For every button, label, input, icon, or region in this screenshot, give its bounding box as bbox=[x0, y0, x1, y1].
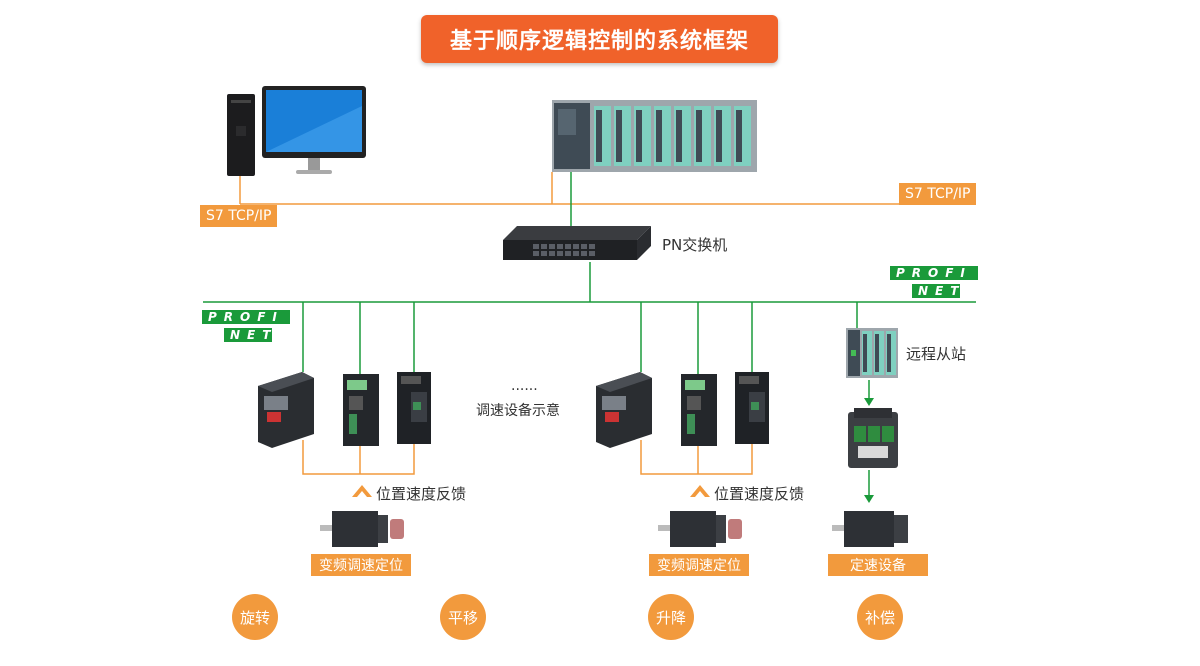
computer-icon bbox=[227, 86, 366, 176]
network-switch-icon bbox=[503, 226, 651, 260]
servo-motor-icon bbox=[658, 511, 742, 547]
servo-drive-icon bbox=[681, 374, 717, 446]
servo-drive-icon bbox=[397, 372, 431, 444]
switch-label: PN交换机 bbox=[662, 236, 728, 254]
servo-drive-icon bbox=[343, 374, 379, 446]
function-compensate: 补偿 bbox=[857, 594, 903, 640]
s7-tcpip-label-right: S7 TCP/IP bbox=[899, 183, 977, 205]
motor-icon bbox=[832, 511, 908, 547]
remote-io-station-icon bbox=[846, 328, 898, 378]
motor-label-right: 变频调速定位 bbox=[649, 554, 749, 576]
profinet-logo-bottom: NET bbox=[912, 284, 960, 298]
motor-label-left: 变频调速定位 bbox=[311, 554, 411, 576]
remote-station-label: 远程从站 bbox=[906, 345, 967, 363]
chevron-up-icon bbox=[690, 485, 710, 497]
frequency-inverter-icon bbox=[258, 372, 314, 448]
servo-motor-icon bbox=[320, 511, 404, 547]
ellipsis-text: ...... bbox=[511, 378, 538, 394]
function-translate: 平移 bbox=[440, 594, 486, 640]
profinet-logo-top: PROFI bbox=[202, 310, 290, 324]
s7-tcpip-label-left: S7 TCP/IP bbox=[200, 205, 278, 227]
function-lift: 升降 bbox=[648, 594, 694, 640]
drive-caption: 调速设备示意 bbox=[476, 403, 560, 419]
frequency-inverter-icon bbox=[596, 372, 652, 448]
feedback-label-right: 位置速度反馈 bbox=[714, 485, 805, 503]
servo-drive-icon bbox=[735, 372, 769, 444]
contactor-icon bbox=[848, 408, 898, 468]
motor-label-fixed: 定速设备 bbox=[828, 554, 928, 576]
feedback-label-left: 位置速度反馈 bbox=[376, 485, 467, 503]
profinet-logo-top: PROFI bbox=[890, 266, 978, 280]
profinet-logo-left: PROFI NET bbox=[202, 310, 290, 342]
diagram-title: 基于顺序逻辑控制的系统框架 bbox=[421, 15, 778, 63]
profinet-logo-bottom: NET bbox=[224, 328, 272, 342]
chevron-up-icon bbox=[352, 485, 372, 497]
plc-rack-icon bbox=[552, 100, 757, 172]
profinet-logo-right: PROFI NET bbox=[890, 266, 978, 298]
function-rotate: 旋转 bbox=[232, 594, 278, 640]
